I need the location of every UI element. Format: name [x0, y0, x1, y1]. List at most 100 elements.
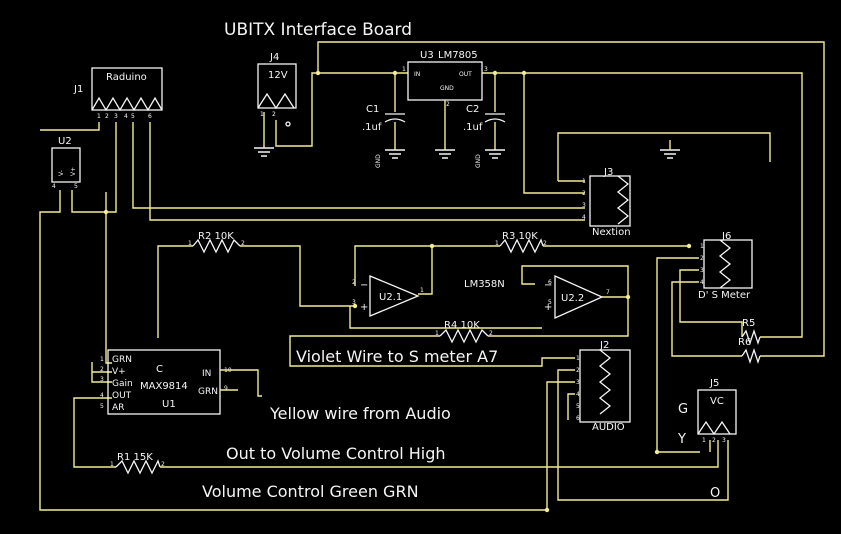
j1-value: Raduino: [106, 72, 147, 83]
note-o: O: [710, 486, 720, 501]
junction-dot: [352, 303, 358, 309]
resistor-r6: R6: [738, 337, 761, 365]
svg-text:3: 3: [700, 267, 704, 274]
wire-u1-gain: [91, 362, 112, 383]
wire-raduino-tx: [132, 122, 585, 209]
junctions: [103, 70, 692, 513]
wire-5v: [482, 72, 803, 338]
j5-value: VC: [710, 396, 724, 407]
wire-op-in: [354, 245, 500, 286]
wire-r4-violet: [289, 335, 575, 367]
svg-text:3: 3: [582, 202, 586, 209]
wire-j6-p2: [656, 257, 700, 453]
note-volume-green: Volume Control Green GRN: [202, 482, 419, 501]
svg-text:1: 1: [110, 461, 114, 468]
svg-text:2: 2: [700, 255, 704, 262]
svg-text:2: 2: [100, 366, 104, 373]
connector-j5: J5 VC 1 2 3: [697, 378, 737, 444]
svg-text:6: 6: [576, 415, 580, 422]
r4-label: R4 10K: [444, 320, 480, 331]
svg-text:5: 5: [131, 113, 135, 120]
svg-text:2: 2: [489, 330, 493, 337]
svg-text:3: 3: [722, 437, 726, 444]
wire-5v-nextion: [523, 73, 585, 194]
j2-ref: J2: [599, 340, 609, 351]
svg-text:V+: V+: [70, 167, 77, 176]
svg-text:AR: AR: [112, 403, 124, 413]
wire-j6-p3: [679, 269, 743, 337]
u22-ref: U2.2: [561, 293, 584, 304]
module-u2: U2 V- V+ 4 5: [51, 136, 81, 190]
svg-text:2: 2: [272, 111, 276, 118]
svg-text:−: −: [360, 280, 368, 291]
svg-text:GRN: GRN: [198, 387, 218, 397]
svg-text:Gain: Gain: [112, 379, 133, 389]
wire-u1-grn: [105, 192, 112, 364]
svg-text:+: +: [360, 302, 368, 313]
svg-text:1: 1: [97, 113, 101, 120]
r6-ref: R6: [738, 337, 751, 348]
svg-text:6: 6: [548, 279, 552, 286]
wire-vin-rail: [317, 41, 825, 357]
svg-text:2: 2: [446, 101, 450, 108]
svg-text:1: 1: [402, 66, 406, 73]
u21-ref: U2.1: [379, 292, 402, 303]
c2-value: .1uf: [463, 122, 483, 133]
junction-dot: [429, 243, 435, 249]
svg-text:V+: V+: [112, 367, 126, 377]
note-g: G: [678, 402, 688, 417]
svg-text:OUT: OUT: [459, 71, 472, 78]
u3-value: LM7805: [438, 50, 478, 61]
svg-text:2: 2: [161, 461, 165, 468]
svg-text:V-: V-: [58, 170, 65, 176]
resistor-r3: R3 10K 1 2: [495, 231, 547, 254]
diagram-title: UBITX Interface Board: [224, 20, 412, 40]
connector-j6: J6 D' S Meter 1 2 3 4: [698, 231, 753, 301]
svg-text:1: 1: [576, 355, 580, 362]
j1-ref: J1: [73, 84, 83, 95]
junction-dot: [392, 70, 398, 76]
resistor-r1: R1 15K 1 2: [110, 452, 165, 475]
svg-text:1: 1: [435, 330, 439, 337]
svg-text:3: 3: [352, 299, 356, 306]
svg-text:2: 2: [543, 240, 547, 247]
u1-value: MAX9814: [140, 381, 188, 392]
svg-text:7: 7: [606, 289, 610, 296]
junction-dot: [654, 449, 660, 455]
svg-text:IN: IN: [202, 369, 211, 379]
wire-r2-left: [157, 245, 193, 338]
svg-text:3: 3: [576, 379, 580, 386]
note-yellow-wire: Yellow wire from Audio: [269, 404, 451, 423]
svg-text:GND: GND: [440, 85, 454, 92]
svg-text:OUT: OUT: [112, 391, 132, 401]
opamp-u2-1: − + U2.1 2 3 1: [352, 275, 424, 317]
svg-text:+: +: [544, 302, 552, 313]
note-y: Y: [677, 432, 686, 447]
u2-ref: U2: [58, 136, 72, 147]
r5-ref: R5: [742, 318, 755, 329]
svg-text:1: 1: [188, 240, 192, 247]
u3-ref: U3: [420, 50, 434, 61]
j2-value: AUDIO: [592, 422, 625, 433]
u1-c: C: [156, 364, 163, 375]
ground-symbol: [660, 149, 680, 159]
r1-label: R1 15K: [117, 452, 153, 463]
j3-ref: J3: [603, 167, 613, 178]
svg-text:5: 5: [548, 299, 552, 306]
svg-text:−: −: [544, 280, 552, 291]
wire-12v: [275, 72, 408, 147]
regulator-u3: U3 LM7805 IN OUT GND 1 3 2: [402, 50, 488, 159]
junction-dot: [315, 70, 321, 76]
svg-text:9: 9: [224, 385, 228, 392]
j3-value: Nextion: [592, 227, 631, 238]
svg-text:IN: IN: [414, 71, 420, 78]
svg-text:3: 3: [484, 66, 488, 73]
c1-ref: C1: [366, 104, 379, 115]
j6-value: D' S Meter: [698, 290, 751, 301]
r3-label: R3 10K: [502, 231, 538, 242]
svg-text:4: 4: [700, 279, 704, 286]
wire-r2-right: [240, 245, 355, 307]
wire-u1-out: [73, 397, 116, 468]
svg-text:2: 2: [582, 190, 586, 197]
svg-text:4: 4: [582, 214, 586, 221]
